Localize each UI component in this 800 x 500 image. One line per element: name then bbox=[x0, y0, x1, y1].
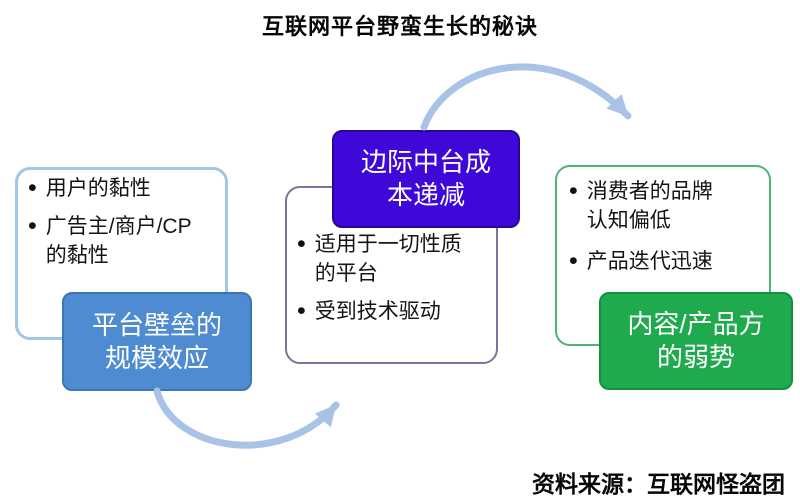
bullet-text: 适用于一切性质 的平台 bbox=[314, 233, 462, 285]
label-platform-barrier: 平台壁垒的 规模效应 bbox=[62, 292, 252, 391]
bullet-item: 受到技术驱动 bbox=[297, 297, 490, 326]
source-credit: 资料来源：互联网怪盗团 bbox=[532, 472, 785, 497]
bullet-text: 消费者的品牌 认知偏低 bbox=[586, 180, 713, 232]
bullet-text: 用户的黏性 bbox=[45, 177, 151, 200]
bullet-item: 用户的黏性 bbox=[28, 174, 219, 203]
bullet-text: 受到技术驱动 bbox=[314, 300, 441, 323]
bullet-list-right: 消费者的品牌 认知偏低 产品迭代迅速 bbox=[557, 167, 769, 276]
arrow-top-right-icon bbox=[420, 63, 632, 131]
bullet-text: 产品迭代迅速 bbox=[586, 250, 713, 273]
bullet-text: 广告主/商户/CP 的黏性 bbox=[45, 215, 192, 267]
bullet-item: 适用于一切性质 的平台 bbox=[297, 230, 490, 288]
arrow-bottom-right-icon bbox=[153, 387, 340, 449]
label-marginal-cost: 边际中台成 本递减 bbox=[332, 130, 520, 228]
bullet-list-left: 用户的黏性 广告主/商户/CP 的黏性 bbox=[18, 170, 225, 270]
bullet-item: 消费者的品牌 认知偏低 bbox=[569, 177, 763, 235]
label-content-weakness: 内容/产品方 的弱势 bbox=[599, 292, 793, 390]
bullet-list-middle: 适用于一切性质 的平台 受到技术驱动 bbox=[287, 188, 496, 326]
bullet-item: 产品迭代迅速 bbox=[569, 247, 763, 276]
diagram-title: 互联网平台野蛮生长的秘诀 bbox=[261, 14, 538, 39]
bullet-item: 广告主/商户/CP 的黏性 bbox=[28, 212, 219, 270]
